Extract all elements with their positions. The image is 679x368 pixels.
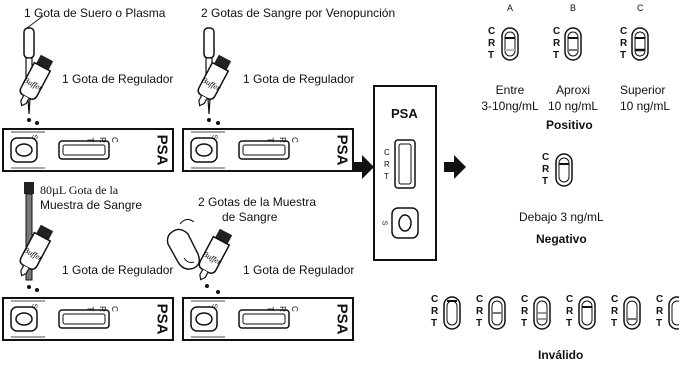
line-label-c: C [521,294,529,305]
case-letter-c: C [637,3,644,13]
negative-desc: Debajo 3 ng/mL [519,210,604,224]
line-label-t: T [611,318,618,329]
line-label-r: R [476,306,484,317]
result-window-invalid [578,296,596,330]
finger-drops-label: 2 Gotas de la Muestra [198,195,317,209]
device-name: PSA [391,106,418,121]
result-window-negative [555,153,573,187]
line-label-r: R [384,160,390,169]
result-window-invalid [443,296,461,330]
device-name: PSA [153,134,171,166]
sample-well-mark: S [30,134,38,140]
line-label-c: C [553,26,561,37]
result-window-positive-c [631,27,649,61]
line-label-t: T [384,172,389,181]
device-name: PSA [333,303,351,335]
result-window-positive-b [564,27,582,61]
positive-c-desc: Superior [620,83,666,97]
line-label-r: R [542,164,550,175]
line-label-t: T [521,318,528,329]
case-letter-b: B [570,3,577,13]
line-label-t: T [553,50,560,61]
device-name: PSA [333,134,351,166]
arrow-right-icon [444,155,466,179]
micro-volume-label: 80µL Gota de la [40,183,119,197]
line-label-c: C [109,306,119,312]
line-label-c: C [289,306,299,312]
result-window-invalid [623,296,641,330]
result-window-invalid [668,296,679,330]
positive-c-range: 10 ng/mL [620,99,671,113]
line-label-c: C [431,294,439,305]
result-window-invalid [533,296,551,330]
buffer-bottle-icon: Buffer [12,223,56,281]
line-label-r: R [566,306,574,317]
line-label-r: R [656,306,664,317]
buffer-bottle-icon: Buffer [190,53,234,111]
line-label-t: T [566,318,573,329]
line-label-t: T [656,318,663,329]
positive-b-range: 10 ng/mL [547,99,599,113]
device-name: PSA [153,303,171,335]
invalid-label: Inválido [538,348,584,362]
micro-sample-label: Muestra de Sangre [40,198,143,212]
buffer-bottle-icon: Buffer [12,53,56,111]
case-letter-a: A [507,3,514,13]
line-label-r: R [611,306,619,317]
test-cassette-vertical [373,85,437,261]
line-label-c: C [476,294,484,305]
negative-label: Negativo [536,232,587,246]
line-label-c: C [289,137,299,143]
sample-well-mark: S [210,134,218,140]
line-label-t: T [476,318,483,329]
line-label-c: C [656,294,664,305]
buffer-drop-label: 1 Gota de Regulador [62,72,174,86]
line-label-c: C [566,294,574,305]
line-label-r: R [431,306,439,317]
positive-a-desc: Entre [495,83,525,97]
line-label-c: C [109,137,119,143]
buffer-bottle-icon: Buffer [191,227,235,285]
step-venous-label: 2 Gotas de Sangre por Venopunción [201,6,396,20]
line-label-c: C [384,148,390,157]
line-label-c: C [611,294,619,305]
buffer-drop-label: 1 Gota de Regulador [62,263,174,277]
step-serum-label: 1 Gota de Suero o Plasma [24,6,166,20]
arrow-right-icon [352,155,374,179]
line-label-c: C [542,152,550,163]
line-label-t: T [431,318,438,329]
line-label-r: R [521,306,529,317]
line-label-r: R [620,38,628,49]
buffer-drop-label: 1 Gota de Regulador [243,263,355,277]
line-label-c: C [620,26,628,37]
buffer-drop-label: 1 Gota de Regulador [243,72,355,86]
sample-well-mark: S [380,220,388,226]
sample-well-mark: S [210,303,218,309]
line-label-r: R [553,38,561,49]
line-label-t: T [488,50,495,61]
positive-a-range: 3-10ng/mL [481,99,539,113]
result-window-invalid [488,296,506,330]
positive-b-desc: Aproxi [555,83,590,97]
line-label-t: T [620,50,627,61]
line-label-r: R [488,38,496,49]
line-label-t: T [542,176,549,187]
sample-well-mark: S [30,303,38,309]
fingertip-icon [166,218,209,288]
result-window-positive-a [501,27,519,61]
line-label-c: C [488,26,496,37]
finger-drops-label: de Sangre [222,210,278,224]
positive-label: Positivo [546,118,593,132]
